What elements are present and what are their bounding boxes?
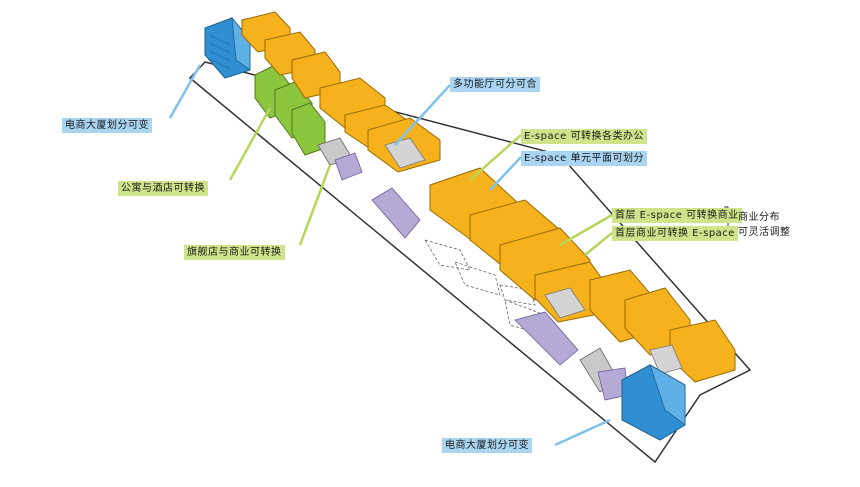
label-ground-espace: 首层 E-space 可转换商业: [612, 208, 742, 223]
label-flagship: 旗舰店与商业可转换: [184, 245, 285, 260]
label-office-top: 电商大厦划分可变: [62, 118, 152, 133]
label-retail-adjust: 可灵活调整: [738, 227, 791, 238]
label-espace-unit: E-space 单元平面可划分: [521, 151, 647, 166]
office-tower-top: [204, 16, 251, 79]
hall-buildings: [241, 11, 736, 383]
flagship-blocks: [317, 137, 629, 401]
office-tower-bottom: [621, 364, 686, 441]
label-retail-distribution: 商业分布: [738, 212, 780, 223]
grey-infill: [384, 137, 683, 375]
apartment-blocks: [254, 64, 326, 156]
leader-lines: [168, 64, 613, 447]
label-espace-office: E-space 可转换各类办公: [521, 129, 647, 144]
label-apartment-hotel: 公寓与酒店可转换: [118, 181, 208, 196]
label-multi-hall: 多功能厅可分可合: [450, 77, 540, 92]
label-ground-retail: 首层商业可转换 E-space: [612, 226, 738, 241]
label-office-bottom: 电商大厦划分可变: [442, 438, 532, 453]
